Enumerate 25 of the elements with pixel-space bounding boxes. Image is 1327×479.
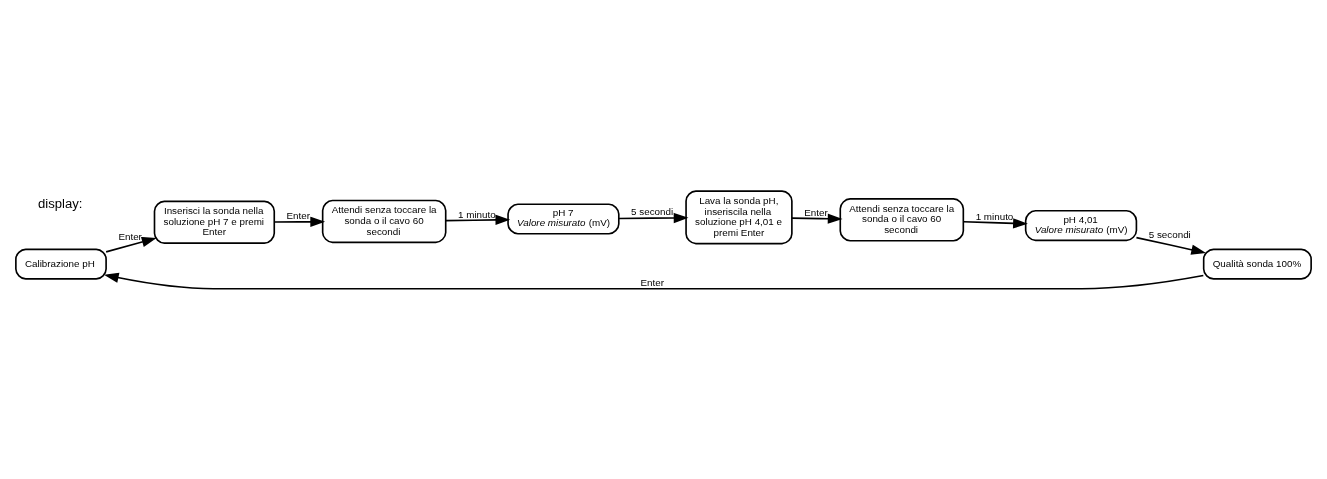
arrow — [1135, 236, 1207, 255]
edge-label: 1 minuto — [975, 211, 1014, 223]
edge-label: Enter — [286, 210, 311, 222]
node-box: pH 7 Valore misurato (mV) — [507, 203, 620, 235]
arrow — [618, 212, 689, 224]
arrow — [791, 213, 843, 224]
arrow — [103, 272, 1205, 290]
node-box: Lava la sonda pH, inseriscila nella soluzione pH 4,01 e premi Enter — [685, 190, 793, 245]
arrow — [962, 218, 1028, 229]
node-box: Qualità sonda 100% — [1202, 248, 1312, 280]
node-box: Attendi senza toccare la sonda o il cavo 60 secondi — [839, 198, 965, 242]
arrow — [445, 214, 511, 226]
edge-label: 5 secondi — [1148, 229, 1191, 241]
edge-label: Enter — [640, 276, 665, 288]
edge-label: Enter — [118, 230, 142, 242]
label: display: — [38, 196, 83, 212]
edge-label: 5 secondi — [631, 206, 674, 218]
edge-label: 1 minuto — [458, 208, 496, 220]
edge-label: Enter — [804, 207, 828, 219]
arrow — [273, 216, 326, 227]
node-box: Calibrazione pH — [15, 248, 107, 280]
arrow — [105, 236, 157, 253]
node-box: Inserisci la sonda nella soluzione pH 7 e premi Enter — [153, 200, 276, 244]
node-box: Attendi senza toccare la sonda o il cavo 60 secondi — [321, 199, 447, 244]
node-box: pH 4,01 Valore misurato (mV) — [1024, 209, 1138, 242]
